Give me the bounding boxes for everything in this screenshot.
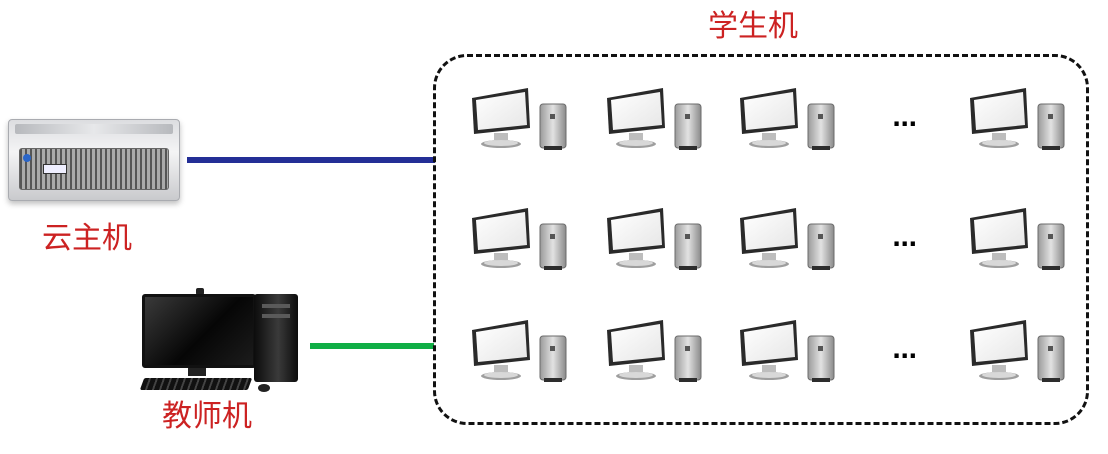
- rack-server-icon: [8, 119, 180, 201]
- ellipsis-text: ···: [892, 230, 917, 258]
- desktop-computer-icon: [139, 288, 305, 396]
- student-computer-icon: [468, 316, 573, 388]
- student-computer-icon: [603, 204, 708, 276]
- student-computer-icon: [736, 204, 841, 276]
- student-computer-icon: [966, 204, 1071, 276]
- student-computer-icon: [468, 204, 573, 276]
- server-link-line: [187, 157, 435, 163]
- student-computer-icon: [736, 84, 841, 156]
- student-computer-icon: [966, 316, 1071, 388]
- student-machines-group: [433, 54, 1089, 425]
- teacher-link-line: [310, 343, 434, 349]
- ellipsis-text: ···: [892, 342, 917, 370]
- student-computer-icon: [603, 316, 708, 388]
- student-computer-icon: [468, 84, 573, 156]
- student-computer-icon: [736, 316, 841, 388]
- student-computer-icon: [966, 84, 1071, 156]
- teacher-machine-label: 教师机: [162, 399, 252, 434]
- student-computer-icon: [603, 84, 708, 156]
- cloud-server-label: 云主机: [42, 221, 132, 256]
- ellipsis-text: ···: [892, 110, 917, 138]
- student-machines-label: 学生机: [708, 9, 798, 44]
